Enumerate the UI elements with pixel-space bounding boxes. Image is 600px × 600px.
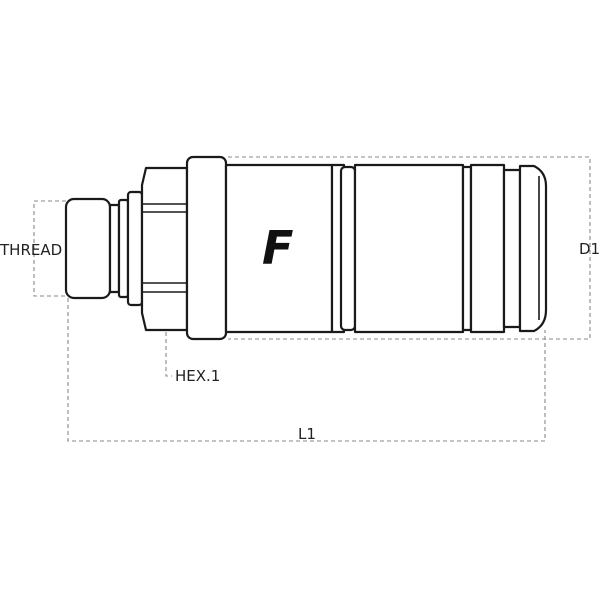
hex-label: HEX.1 (175, 367, 220, 385)
sleeve-band (461, 165, 473, 332)
collar (185, 155, 228, 341)
l1-dimension (67, 298, 546, 442)
d1-label: D1 (579, 240, 600, 258)
thread-dimension (33, 200, 66, 297)
neck-ring-2 (117, 198, 130, 299)
quick-coupling (64, 155, 548, 341)
sleeve-left-band (339, 165, 357, 332)
hex-nut (140, 166, 189, 332)
main-body (224, 163, 334, 334)
sleeve (353, 163, 465, 334)
l1-label: L1 (298, 425, 316, 443)
sleeve-right (469, 163, 506, 334)
end-cap (518, 164, 548, 333)
thread-label: THREAD (0, 241, 62, 259)
brand-logo: F (262, 221, 293, 275)
neck-ring-1 (108, 203, 121, 294)
sleeve-groove (502, 168, 522, 329)
d1-dimension (228, 156, 591, 340)
hex-dimension (165, 332, 172, 377)
dimension-lines (33, 156, 591, 442)
thread-end (64, 197, 112, 300)
neck-ring-3 (126, 190, 144, 307)
